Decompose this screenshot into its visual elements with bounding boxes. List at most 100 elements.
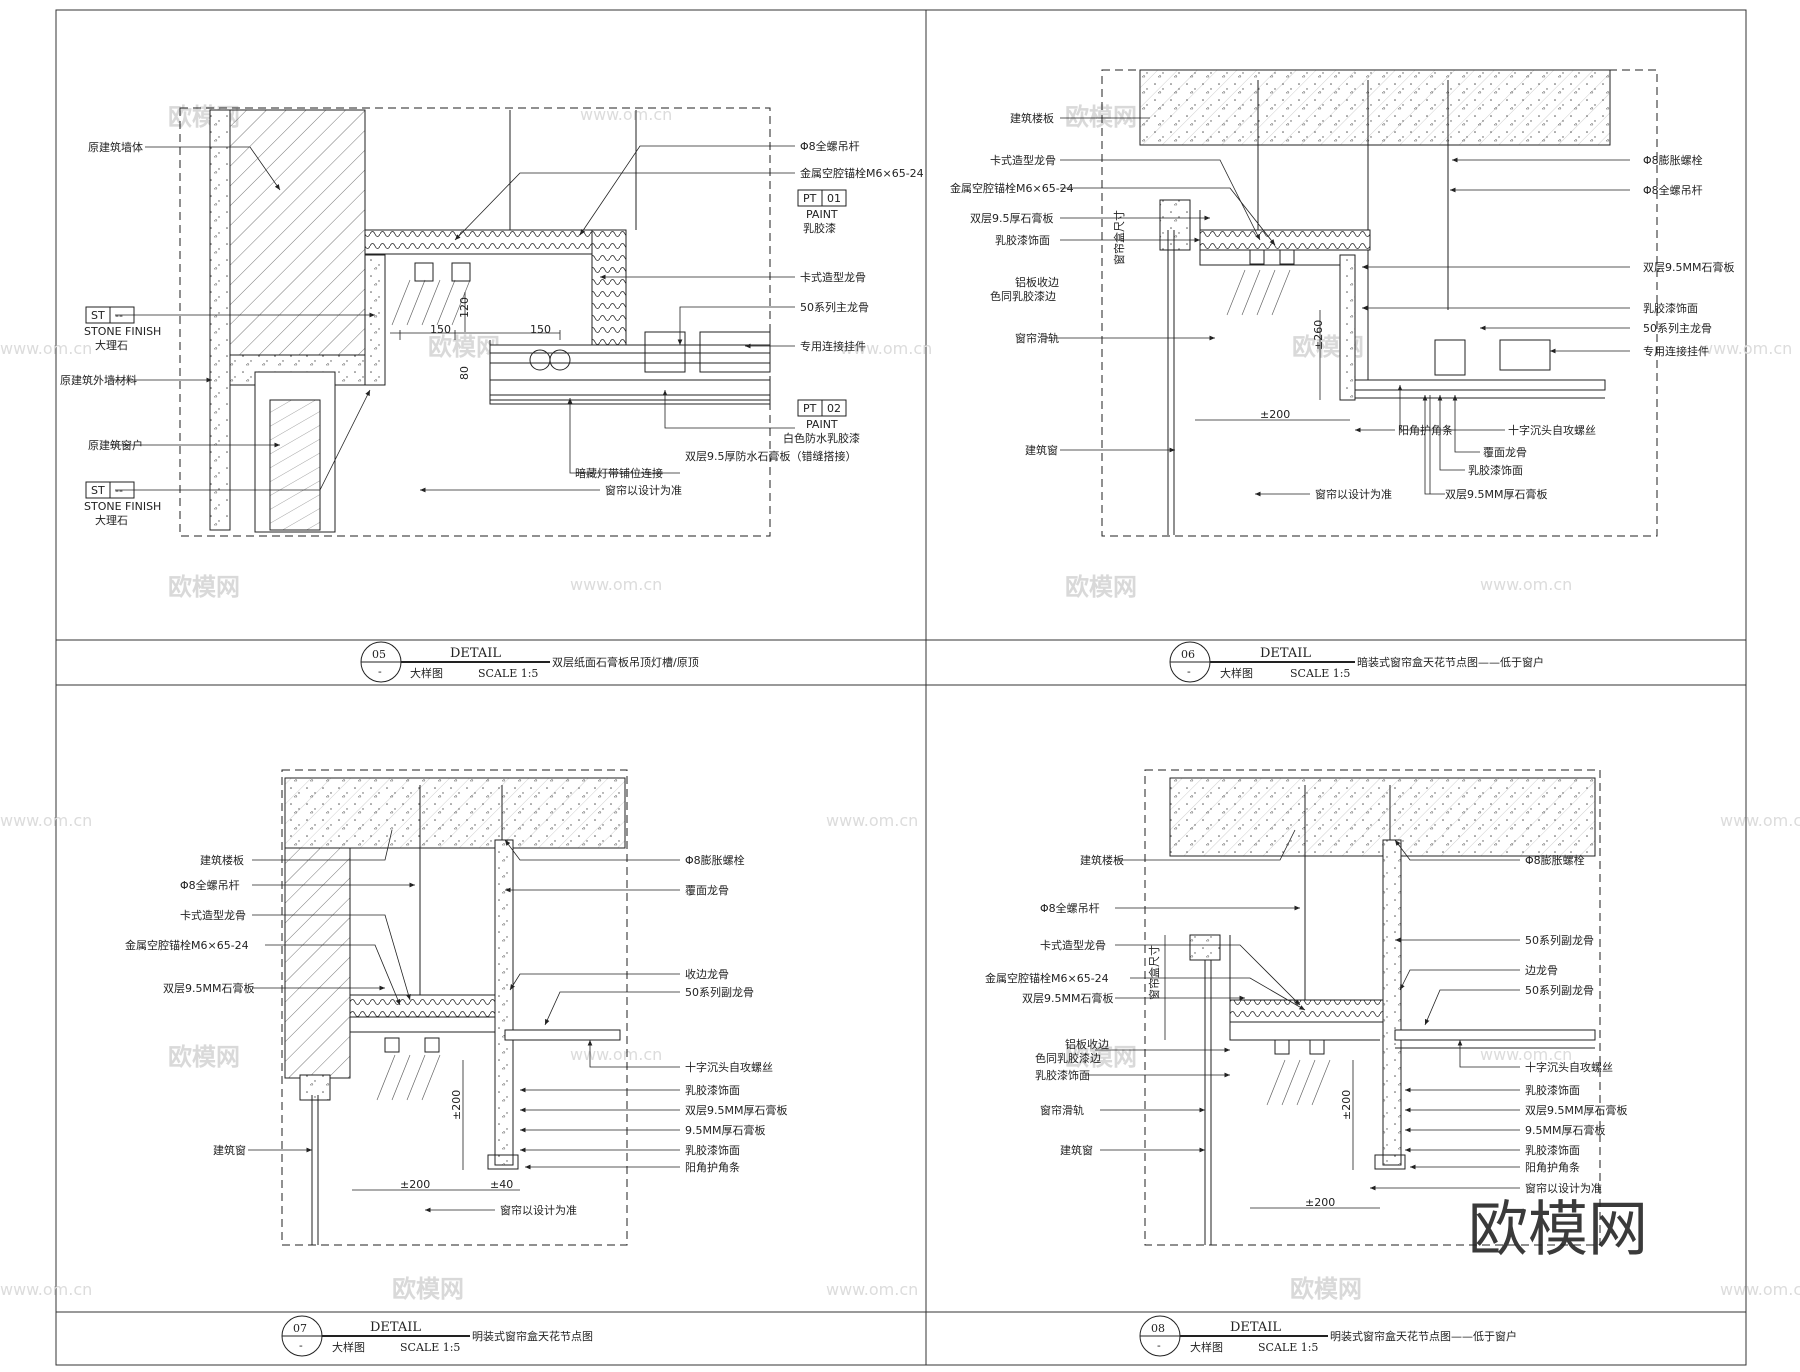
- svg-text:50系列副龙骨: 50系列副龙骨: [1525, 983, 1594, 997]
- svg-text:--: --: [115, 484, 123, 497]
- panel-07-leaders: [248, 829, 680, 1213]
- svg-text:±200: ±200: [1340, 1090, 1353, 1120]
- svg-text:-: -: [299, 1339, 303, 1352]
- svg-text:Φ8膨胀螺栓: Φ8膨胀螺栓: [1643, 153, 1703, 167]
- svg-text:铝板收边: 铝板收边: [1015, 275, 1059, 289]
- svg-text:SCALE 1:5: SCALE 1:5: [478, 667, 538, 680]
- sheet-frame: [55, 9, 1747, 1366]
- svg-text:双层9.5厚防水石膏板（错缝搭接）: 双层9.5厚防水石膏板（错缝搭接）: [685, 449, 857, 463]
- svg-text:建筑窗: 建筑窗: [213, 1143, 246, 1157]
- svg-text:窗帘滑轨: 窗帘滑轨: [1015, 331, 1059, 345]
- svg-text:双层纸面石膏板吊顶灯槽/原顶: 双层纸面石膏板吊顶灯槽/原顶: [552, 655, 699, 669]
- svg-text:十字沉头自攻螺丝: 十字沉头自攻螺丝: [1508, 423, 1596, 437]
- svg-text:大样图: 大样图: [410, 666, 443, 680]
- svg-text:PAINT: PAINT: [806, 208, 838, 221]
- svg-text:SCALE 1:5: SCALE 1:5: [400, 1341, 460, 1354]
- svg-text:专用连接挂件: 专用连接挂件: [800, 339, 866, 353]
- svg-text:双层9.5MM厚石膏板: 双层9.5MM厚石膏板: [1525, 1103, 1627, 1117]
- svg-text:暗装式窗帘盒天花节点图——低于窗户: 暗装式窗帘盒天花节点图——低于窗户: [1357, 655, 1544, 669]
- svg-text:收边龙骨: 收边龙骨: [685, 967, 729, 981]
- svg-text:PAINT: PAINT: [806, 418, 838, 431]
- svg-text:乳胶漆饰面: 乳胶漆饰面: [1525, 1143, 1580, 1157]
- svg-text:www.om.cn: www.om.cn: [826, 811, 918, 830]
- panel-05-drawing: [179, 107, 771, 537]
- svg-text:PT: PT: [803, 402, 817, 415]
- svg-text:50系列主龙骨: 50系列主龙骨: [800, 300, 869, 314]
- svg-text:白色防水乳胶漆: 白色防水乳胶漆: [783, 431, 860, 445]
- svg-text:±200: ±200: [450, 1090, 463, 1120]
- svg-text:乳胶漆饰面: 乳胶漆饰面: [1643, 301, 1698, 315]
- title-block-07: 07 - DETAIL 大样图 SCALE 1:5 明装式窗帘盒天花节点图: [281, 1315, 593, 1357]
- svg-text:窗帘以设计为准: 窗帘以设计为准: [1525, 1181, 1602, 1195]
- svg-text:双层9.5MM石膏板: 双层9.5MM石膏板: [1022, 991, 1113, 1005]
- svg-text:SCALE 1:5: SCALE 1:5: [1258, 1341, 1318, 1354]
- svg-text:150: 150: [430, 323, 451, 336]
- svg-text:±200: ±200: [400, 1178, 430, 1191]
- svg-text:Φ8全螺吊杆: Φ8全螺吊杆: [180, 878, 240, 892]
- svg-text:金属空腔锚栓M6×65-24: 金属空腔锚栓M6×65-24: [800, 166, 924, 180]
- svg-text:±200: ±200: [1260, 408, 1290, 421]
- svg-text:www.om.cn: www.om.cn: [826, 1280, 918, 1299]
- svg-text:欧模网: 欧模网: [1065, 103, 1137, 131]
- svg-text:卡式造型龙骨: 卡式造型龙骨: [1040, 938, 1106, 952]
- svg-text:大样图: 大样图: [1220, 666, 1253, 680]
- panel-08-drawing: [1144, 769, 1601, 1246]
- svg-text:建筑窗: 建筑窗: [1060, 1143, 1093, 1157]
- svg-text:乳胶漆饰面: 乳胶漆饰面: [685, 1083, 740, 1097]
- svg-text:-: -: [1187, 665, 1191, 678]
- svg-text:乳胶漆饰面: 乳胶漆饰面: [995, 233, 1050, 247]
- svg-text:建筑楼板: 建筑楼板: [1010, 111, 1054, 125]
- svg-text:双层9.5厚石膏板: 双层9.5厚石膏板: [970, 211, 1054, 225]
- svg-text:建筑楼板: 建筑楼板: [1080, 853, 1124, 867]
- svg-text:02: 02: [827, 402, 841, 415]
- svg-text:原建筑墙体: 原建筑墙体: [88, 140, 143, 154]
- svg-text:PT: PT: [803, 192, 817, 205]
- svg-text:50系列副龙骨: 50系列副龙骨: [685, 985, 754, 999]
- svg-text:色同乳胶漆边: 色同乳胶漆边: [1035, 1051, 1101, 1065]
- svg-text:覆面龙骨: 覆面龙骨: [685, 884, 729, 897]
- title-block-08: 08 - DETAIL 大样图 SCALE 1:5 明装式窗帘盒天花节点图——低…: [1139, 1315, 1517, 1357]
- svg-text:DETAIL: DETAIL: [450, 646, 501, 661]
- svg-text:欧模网: 欧模网: [168, 1043, 240, 1071]
- svg-text:明装式窗帘盒天花节点图——低于窗户: 明装式窗帘盒天花节点图——低于窗户: [1330, 1329, 1517, 1343]
- svg-text:120: 120: [458, 297, 471, 318]
- svg-text:欧模网: 欧模网: [1290, 1275, 1362, 1303]
- svg-text:Φ8全螺吊杆: Φ8全螺吊杆: [800, 139, 860, 153]
- svg-text:原建筑外墙材料: 原建筑外墙材料: [60, 373, 137, 387]
- panel-08-labels: 建筑楼板 Φ8全螺吊杆 卡式造型龙骨 金属空腔锚栓M6×65-24 双层9.5M…: [985, 853, 1627, 1209]
- brand-logo: 欧模网: [1468, 1195, 1648, 1265]
- svg-text:±200: ±200: [1305, 1196, 1335, 1209]
- svg-text:--: --: [115, 309, 123, 322]
- svg-text:建筑窗: 建筑窗: [1025, 443, 1058, 457]
- svg-text:阳角护角条: 阳角护角条: [1525, 1160, 1580, 1174]
- panel-06-leaders: [1045, 117, 1630, 497]
- svg-text:阳角护角条: 阳角护角条: [685, 1160, 740, 1174]
- panel-06-labels: 建筑楼板 卡式造型龙骨 金属空腔锚栓M6×65-24 双层9.5厚石膏板 乳胶漆…: [950, 111, 1734, 501]
- svg-text:乳胶漆饰面: 乳胶漆饰面: [1035, 1068, 1090, 1082]
- svg-text:www.om.cn: www.om.cn: [570, 1045, 662, 1064]
- svg-text:欧模网: 欧模网: [168, 573, 240, 601]
- svg-text:铝板收边: 铝板收边: [1065, 1037, 1109, 1051]
- svg-text:www.om.cn: www.om.cn: [0, 1280, 92, 1299]
- svg-text:9.5MM厚石膏板: 9.5MM厚石膏板: [685, 1123, 765, 1137]
- svg-text:欧模网: 欧模网: [392, 1275, 464, 1303]
- svg-text:www.om.cn: www.om.cn: [580, 105, 672, 124]
- svg-text:Φ8全螺吊杆: Φ8全螺吊杆: [1643, 183, 1703, 197]
- svg-text:双层9.5MM厚石膏板: 双层9.5MM厚石膏板: [685, 1103, 787, 1117]
- svg-text:大样图: 大样图: [332, 1340, 365, 1354]
- svg-text:50系列主龙骨: 50系列主龙骨: [1643, 321, 1712, 335]
- svg-text:大样图: 大样图: [1190, 1340, 1223, 1354]
- svg-text:欧模网: 欧模网: [428, 333, 500, 361]
- svg-text:覆面龙骨: 覆面龙骨: [1483, 446, 1527, 459]
- panel-07-labels: 建筑楼板 Φ8全螺吊杆 卡式造型龙骨 金属空腔锚栓M6×65-24 双层9.5M…: [125, 853, 787, 1217]
- svg-text:窗帘盒尺寸: 窗帘盒尺寸: [1112, 210, 1126, 265]
- svg-text:暗藏灯带铺位连接: 暗藏灯带铺位连接: [575, 466, 663, 480]
- svg-text:大理石: 大理石: [95, 338, 128, 352]
- svg-text:窗帘滑轨: 窗帘滑轨: [1040, 1103, 1084, 1117]
- svg-text:DETAIL: DETAIL: [1260, 646, 1311, 661]
- svg-text:www.om.cn: www.om.cn: [1720, 1280, 1800, 1299]
- svg-text:欧模网: 欧模网: [1065, 1043, 1137, 1071]
- svg-text:窗帘以设计为准: 窗帘以设计为准: [1315, 487, 1392, 501]
- svg-text:Φ8膨胀螺栓: Φ8膨胀螺栓: [685, 853, 745, 867]
- svg-text:06: 06: [1181, 648, 1195, 661]
